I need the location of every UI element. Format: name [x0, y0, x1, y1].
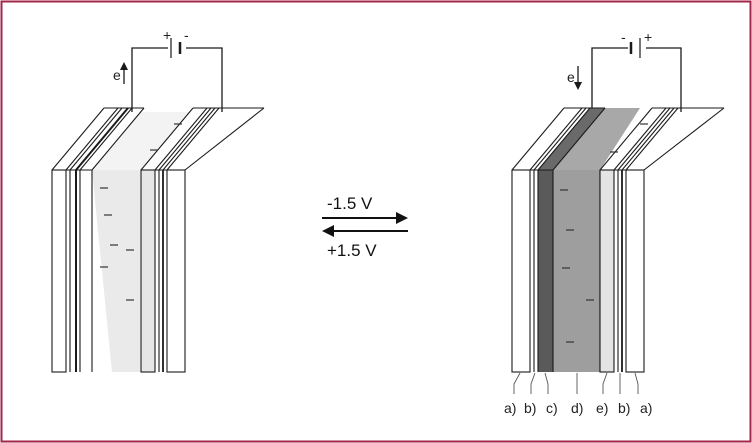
right-battery-plus: +: [644, 29, 652, 45]
right-electrochromic-layer: [538, 108, 605, 372]
forward-arrow-right-icon: [322, 212, 408, 224]
left-ion-marks: [100, 123, 182, 301]
right-ion-storage-gradient: [553, 108, 640, 372]
layer-label-a-right: a): [640, 400, 652, 416]
right-circuit: [591, 47, 682, 112]
reverse-voltage-label: +1.5 V: [327, 241, 377, 260]
left-battery-minus: -: [184, 27, 189, 43]
layer-leader-lines: [513, 372, 639, 394]
layer-label-b-right: b): [618, 400, 630, 416]
reverse-arrow-left-icon: [322, 225, 408, 237]
right-cell: - + e: [504, 29, 725, 416]
left-electrolyte: [92, 112, 190, 372]
left-circuit: [131, 47, 223, 112]
layer-label-a-left: a): [504, 400, 516, 416]
right-electron-arrow-down-icon: [574, 66, 582, 90]
layer-label-d: d): [571, 400, 583, 416]
right-electron-label: e: [567, 69, 575, 85]
left-electron-arrow-up-icon: [120, 62, 128, 84]
layer-label-b-left: b): [524, 400, 536, 416]
right-battery-minus: -: [621, 29, 626, 45]
layer-label-c: c): [546, 400, 558, 416]
left-battery-plus: +: [163, 27, 171, 43]
right-ion-marks: [560, 123, 648, 343]
left-electron-label: e: [113, 67, 121, 83]
layer-label-e: e): [596, 400, 608, 416]
right-plates-b: [599, 107, 725, 373]
reaction-arrows: -1.5 V +1.5 V: [322, 194, 408, 260]
forward-voltage-label: -1.5 V: [327, 194, 373, 213]
left-plates-a: [51, 107, 145, 373]
left-cell: + - e: [51, 27, 265, 373]
right-battery: [629, 38, 641, 58]
left-battery: [170, 38, 182, 58]
layer-labels: a) b) c) d) e) b) a): [504, 400, 652, 416]
right-plates-a: [511, 107, 606, 373]
left-plates-b: [52, 107, 265, 373]
